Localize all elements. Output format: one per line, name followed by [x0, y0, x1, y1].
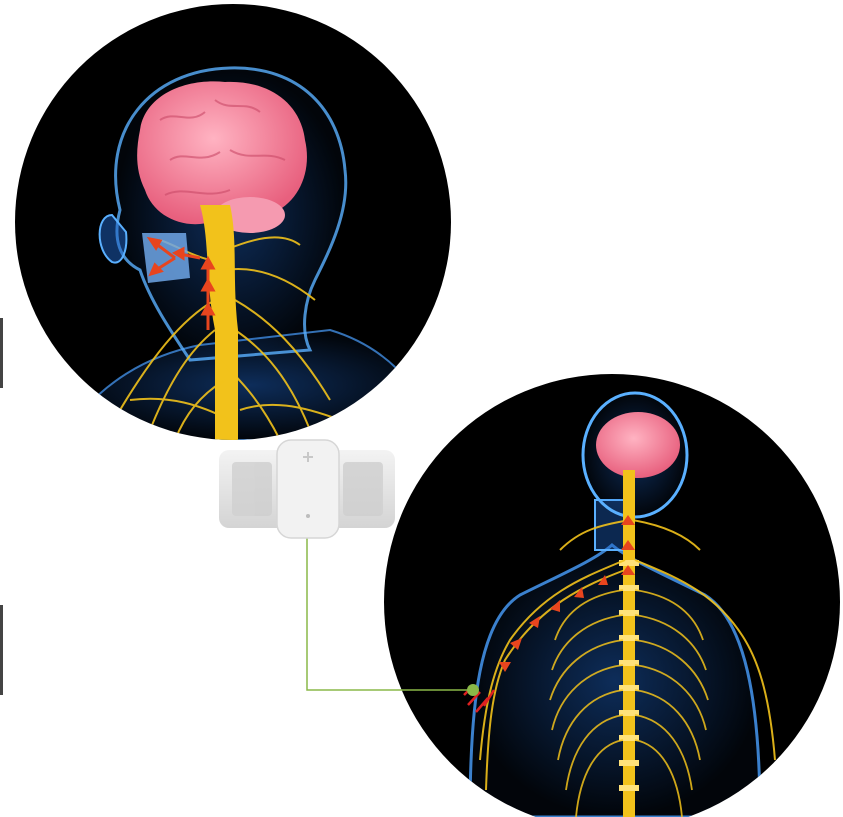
wearable-device	[219, 440, 395, 538]
torso-view-illustration	[384, 374, 840, 817]
electrode-dot	[467, 684, 479, 696]
brain	[137, 81, 307, 224]
device-indicator	[306, 514, 310, 518]
head-view-illustration	[15, 4, 451, 440]
brain-small	[596, 412, 680, 478]
